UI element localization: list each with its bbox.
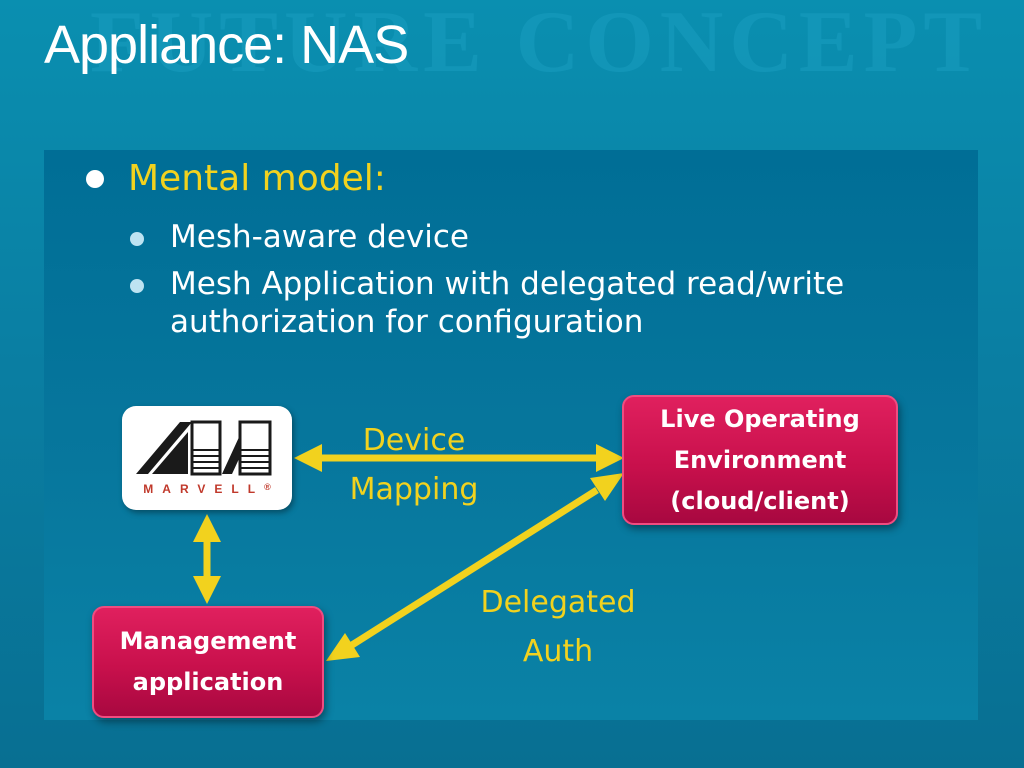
marvell-m-icon [136, 420, 272, 476]
delegated-auth-label: Delegated Auth [470, 578, 646, 676]
sub-bullet-line: Mesh Application with delegated read/wri… [170, 266, 845, 302]
sub-bullet-2: Mesh Application with delegated read/wri… [130, 265, 844, 341]
bullet-dot-icon [86, 170, 104, 188]
sub-bullet-line: authorization for configuration [170, 304, 644, 340]
arrowhead-left-icon [294, 444, 322, 472]
arrowhead-downleft-icon [326, 633, 360, 661]
live-operating-environment-box: Live Operating Environment (cloud/client… [622, 395, 898, 525]
watermark: FUTURE CONCEPT [90, 0, 989, 91]
arrowhead-up-icon [193, 514, 221, 542]
marvell-logo: MARVELL® [122, 406, 292, 510]
bullet-mental-model: Mental model: [86, 156, 386, 202]
live-env-line: Environment [673, 445, 847, 474]
arrowhead-down-icon [193, 576, 221, 604]
arrowhead-right-icon [596, 444, 624, 472]
management-application-box: Management application [92, 606, 324, 718]
sub-bullet-text: Mesh-aware device [170, 219, 469, 255]
device-mapping-label: Device Mapping [334, 416, 494, 514]
sub-bullet-text: Mesh Application with delegated read/wri… [170, 265, 844, 341]
marvell-wordmark: MARVELL® [122, 482, 292, 496]
live-env-line: Live Operating [660, 404, 860, 433]
management-line: Management [119, 627, 297, 655]
arrowhead-upright-icon [590, 473, 624, 501]
sub-bullet-1: Mesh-aware device [130, 218, 469, 256]
delegated-auth-arrow-line [350, 487, 599, 648]
slide-title: Appliance: NAS [44, 15, 409, 75]
marvell-wordmark-text: MARVELL [143, 482, 265, 496]
bullet-text: Mental model: [128, 158, 386, 199]
device-mapping-line: Mapping [349, 472, 479, 507]
delegated-auth-line: Auth [522, 634, 594, 669]
management-line: application [132, 668, 284, 696]
sub-bullet-dot-icon [130, 279, 144, 293]
registered-mark: ® [264, 482, 271, 492]
device-mapping-line: Device [362, 423, 466, 458]
live-env-line: (cloud/client) [670, 486, 850, 515]
delegated-auth-line: Delegated [480, 585, 636, 620]
sub-bullet-dot-icon [130, 232, 144, 246]
